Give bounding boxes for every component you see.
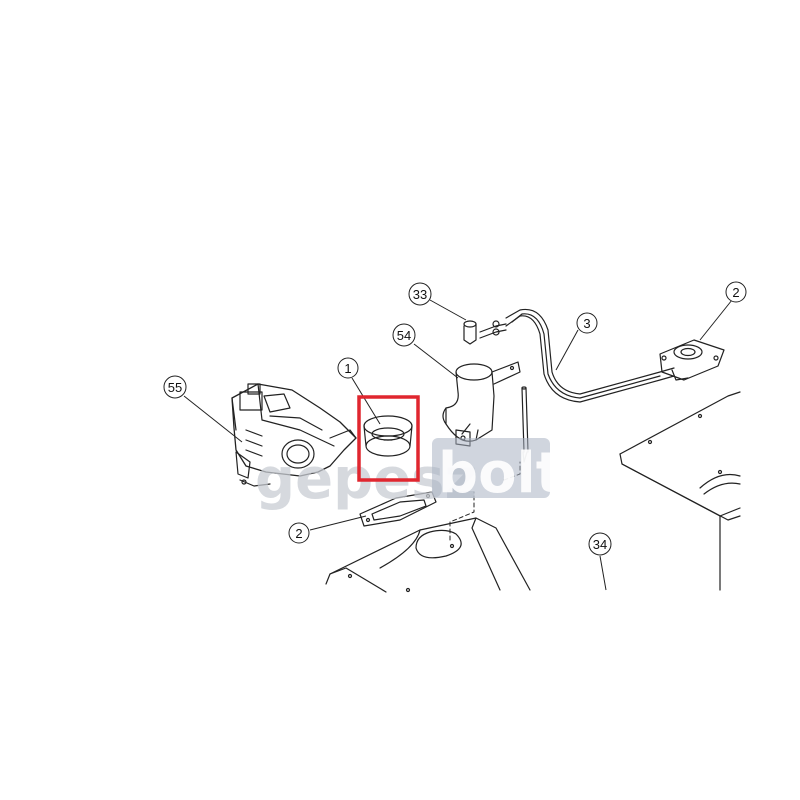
watermark: gepesz bolt bbox=[255, 438, 563, 512]
leader-34 bbox=[599, 555, 607, 591]
callout-55: 55 bbox=[163, 375, 187, 399]
callout-33: 33 bbox=[408, 282, 432, 306]
highlight-box bbox=[357, 395, 420, 482]
callout-54: 54 bbox=[392, 323, 416, 347]
leader-3 bbox=[555, 329, 579, 371]
leader-2 bbox=[309, 515, 367, 531]
callout-label-3: 3 bbox=[583, 316, 590, 331]
part-55-blower bbox=[231, 383, 357, 487]
callout-label-33: 33 bbox=[413, 287, 427, 302]
callout-label-55: 55 bbox=[168, 380, 182, 395]
leader-1 bbox=[351, 377, 381, 425]
watermark-box bbox=[432, 438, 550, 498]
callout-34: 34 bbox=[588, 532, 612, 556]
callout-label-54: 54 bbox=[397, 328, 411, 343]
part-2-gasket bbox=[359, 491, 437, 527]
callout-3: 3 bbox=[576, 312, 598, 334]
leader-54 bbox=[413, 343, 459, 379]
watermark-text-2: bolt bbox=[438, 441, 563, 506]
leader-33 bbox=[429, 299, 467, 321]
leader-55 bbox=[183, 395, 243, 443]
callout-2b: 2 bbox=[725, 281, 747, 303]
callout-label-34: 34 bbox=[593, 537, 607, 552]
callout-label-2b: 2 bbox=[732, 285, 739, 300]
combustion-hood bbox=[325, 517, 531, 593]
callout-label-2: 2 bbox=[295, 526, 302, 541]
part-33-sensor bbox=[463, 320, 507, 345]
part-34-casing bbox=[619, 391, 741, 591]
callout-2: 2 bbox=[288, 522, 310, 544]
part-3-tubes bbox=[505, 308, 675, 403]
callout-1: 1 bbox=[337, 357, 359, 379]
pressure-switch bbox=[659, 339, 725, 381]
part-1-cap bbox=[363, 415, 413, 457]
leader-2b bbox=[699, 299, 733, 341]
part-54-elbow bbox=[442, 361, 521, 447]
callout-label-1: 1 bbox=[344, 361, 351, 376]
